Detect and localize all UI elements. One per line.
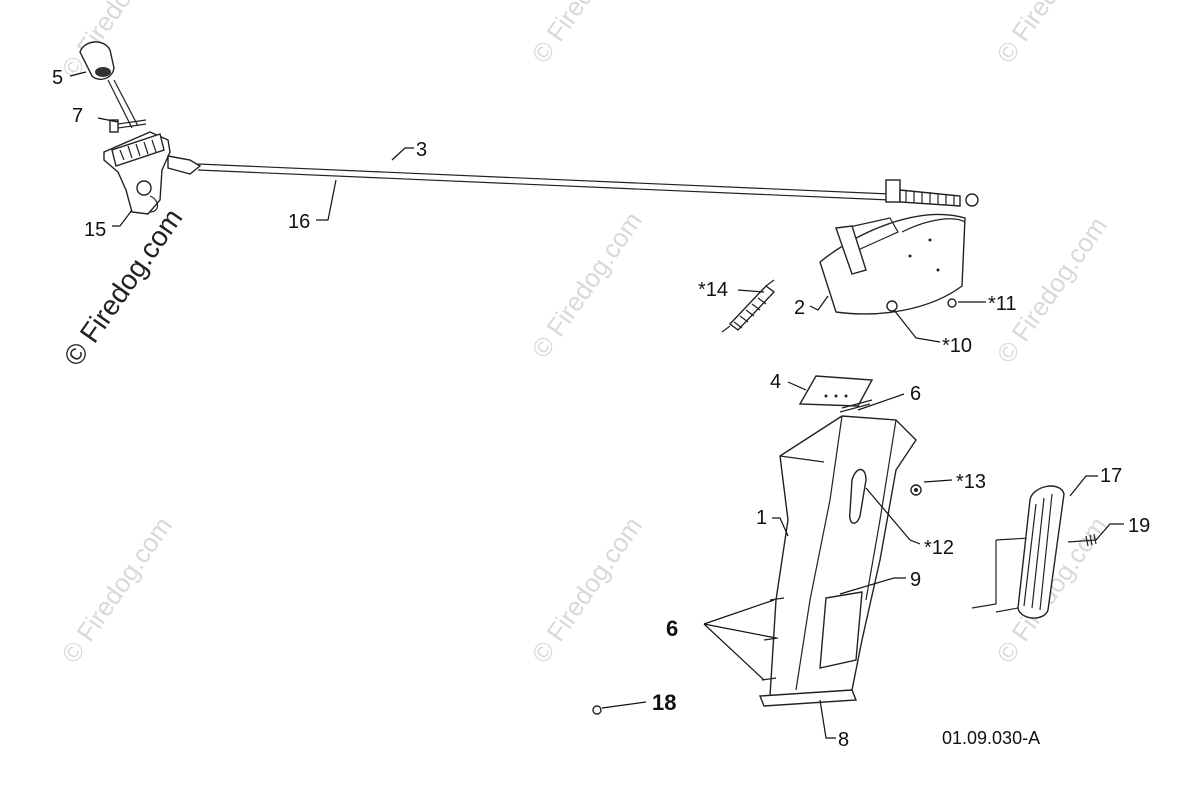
callout-1: 1: [756, 507, 767, 529]
callout-3: 3: [416, 139, 427, 161]
watermark-text: © Firedog.com: [525, 511, 648, 668]
callout-2: 2: [794, 297, 805, 319]
spring-body: [728, 285, 776, 331]
callout-12: *12: [924, 537, 954, 559]
callout-15: 15: [84, 219, 106, 241]
chute-lip: [779, 455, 825, 463]
spring-19: [1067, 533, 1097, 547]
leader-3: [391, 147, 414, 161]
cable-fitting-left: [167, 155, 202, 175]
pivot-bolt: [136, 180, 152, 196]
bolt-head: [109, 119, 119, 133]
leader-6-pin-1: [703, 599, 775, 625]
knob-end: [95, 67, 111, 77]
leader-8: [819, 699, 836, 739]
watermark-text: © Firedog.com: [990, 0, 1113, 68]
handle-rungs: [1023, 493, 1053, 611]
callout-9: 9: [910, 569, 921, 591]
washer-13: [910, 484, 922, 496]
deflector-arm: [835, 225, 867, 275]
leader-2: [809, 295, 829, 311]
leader-5: [69, 71, 87, 77]
chute-slot: [848, 468, 867, 524]
leader-1: [772, 517, 789, 537]
chute-liner: [819, 591, 863, 669]
deflector-bracket: [835, 217, 899, 251]
plate-body: [798, 375, 874, 407]
spring-coils: [733, 297, 767, 329]
watermark-text: © Firedog.com: [55, 511, 178, 668]
chute-plate: [798, 375, 874, 413]
callout-7: 7: [72, 105, 83, 127]
cable-housing-bottom: [197, 169, 891, 201]
watermark-text: © Firedog.com: [990, 211, 1113, 368]
cable-assembly: [197, 163, 979, 207]
callout-8: 8: [838, 729, 849, 751]
watermark-text: © Firedog.com: [525, 0, 648, 68]
callout-19: 19: [1128, 515, 1150, 537]
chute-seam: [795, 415, 843, 691]
cable-spring-coils: [905, 190, 955, 206]
leader-9: [839, 577, 906, 595]
deflector-edge: [901, 218, 966, 233]
cable-clamp: [885, 179, 901, 203]
chute-deflector: [819, 213, 966, 315]
leader-6-top: [857, 393, 905, 411]
callout-4: 4: [770, 371, 781, 393]
callout-16: 16: [288, 211, 310, 233]
watermark-text: © Firedog.com: [525, 206, 648, 363]
callout-6-top: 6: [910, 383, 921, 405]
spring-part: [721, 279, 776, 333]
chute-base: [758, 689, 858, 707]
chute-handle: [971, 485, 1065, 619]
chute-body: [758, 415, 917, 707]
callout-18: 18: [652, 690, 676, 715]
leader-19: [1095, 523, 1124, 541]
leader-16: [316, 179, 337, 221]
callout-14: *14: [698, 279, 728, 301]
leader-14: [737, 289, 765, 293]
bolt-part: [117, 119, 147, 129]
callout-labels: 5 7 15 3 16 *14 2 *11 *10 4 6 *13 1 *12 …: [52, 67, 1150, 751]
leader-17: [1069, 475, 1098, 497]
chute-inner-edge: [865, 419, 897, 601]
handle-leg-left: [971, 540, 997, 609]
watermark-text: © Firedog.com: [55, 0, 178, 83]
leader-12: [865, 487, 921, 545]
callout-5: 5: [52, 67, 63, 89]
callout-13: *13: [956, 471, 986, 493]
leader-10: [893, 309, 941, 343]
cable-housing-top: [197, 163, 891, 195]
spring-hooks: [721, 279, 775, 333]
lever-rod: [107, 79, 139, 129]
leader-7: [97, 117, 119, 123]
callout-10: *10: [942, 335, 972, 357]
leader-6-pin-2: [703, 623, 777, 639]
deflector-pivot: [886, 300, 898, 312]
handle-foot: [995, 607, 1019, 613]
shift-lever-assembly: [79, 41, 202, 215]
washer-11: [947, 298, 957, 308]
drawing-code: 01.09.030-A: [942, 728, 1040, 748]
callout-11: *11: [988, 293, 1017, 315]
leader-4: [787, 381, 807, 391]
leader-15: [112, 209, 133, 227]
leader-6-pin-3: [703, 623, 765, 681]
leader-lines: [69, 71, 1124, 739]
cable-eyelet: [965, 193, 979, 207]
callout-6-pins: 6: [666, 616, 678, 641]
gate-notches: [119, 139, 157, 161]
bracket-curve: [149, 195, 159, 213]
leader-13: [923, 479, 953, 483]
handle-top: [995, 537, 1031, 541]
nut-18: [592, 705, 602, 715]
callout-17: 17: [1100, 465, 1122, 487]
plate-rivets: [839, 399, 873, 413]
watermark-main: © Firedog.com: [58, 203, 189, 372]
leader-18: [601, 701, 647, 709]
handle-loop: [1017, 485, 1065, 619]
